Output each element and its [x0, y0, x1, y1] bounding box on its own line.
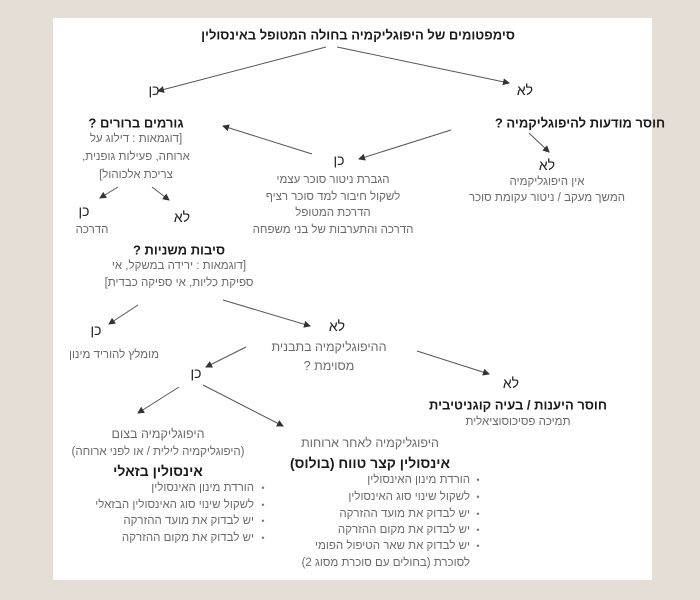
no-label: לא — [328, 318, 346, 334]
unawareness-yes-line: הגברת ניטור סוכר עצמי — [276, 174, 390, 186]
bullet-icon: • — [476, 541, 480, 551]
arrow — [99, 186, 119, 199]
secondary-line: [דוגמאות : ירידה במשקל, אי — [111, 260, 247, 272]
secondary-yes-action: מומלץ להוריד מינון — [69, 349, 159, 361]
no-label: לא — [516, 82, 534, 98]
pattern-no-action: תמיכה פסיכוסוציאלית — [465, 416, 571, 428]
pattern-line: מסוימת ? — [303, 359, 355, 373]
postmeal-bullet: יש לבדוק את מועד ההזרקה — [339, 508, 470, 520]
clear-causes-line: צריכת אלכוהול] — [99, 169, 173, 181]
fasting-bullet: יש לבדוק את מועד ההזרקה — [123, 515, 254, 527]
arrow — [151, 186, 170, 201]
secondary-line: ספיקת כליות, אי ספיקה כבדית] — [104, 277, 254, 289]
fasting-bullet: יש לבדוק את מקום ההזרקה — [121, 532, 254, 544]
yes-label: כן — [90, 322, 102, 338]
fasting-bullet: לשקול שינוי סוג האינסולין הבזאלי — [95, 499, 254, 511]
arrow — [205, 346, 247, 368]
yes-label: כן — [78, 203, 90, 219]
diagram-panel — [53, 18, 652, 580]
unawareness-no-line: המשך מעקב / ניטור עקומת סוכר — [468, 192, 626, 204]
postmeal-bullet: הורדת מינון האינסולין — [367, 474, 470, 486]
unawareness-no-line: אין היפוגליקמיה — [509, 176, 585, 188]
bullet-icon: • — [261, 500, 265, 510]
fasting-subtitle: (היפוגליקמיה לילית / או לפני ארוחה) — [71, 446, 245, 458]
pattern-line: ההיפוגליקמיה בתבנית — [271, 340, 387, 354]
bullet-icon: • — [261, 516, 265, 526]
unawareness-yes-line: הדרכה והתערבות של בני משפחה — [252, 224, 414, 236]
no-label: לא — [538, 157, 556, 173]
fasting-title: היפוגליקמיה בצום — [111, 427, 205, 441]
bullet-icon: • — [476, 492, 480, 502]
clear-causes-line: ארוחה, פעילות גופנית, — [82, 151, 190, 163]
clear-causes-line: [דוגמאות : דילוג על — [89, 133, 183, 145]
yes-label: כן — [190, 365, 202, 381]
postmeal-continuation: לסוכרת (בחולים עם סוכרת מסוג 2) — [301, 557, 470, 569]
diagram-title: סימפטומים של היפוגליקמיה בחולה המטופל בא… — [201, 27, 515, 43]
postmeal-bullet: לשקול שינוי סוג האינסולין — [348, 491, 470, 503]
arrow — [157, 46, 327, 93]
clear-causes-yes-action: הדרכה — [75, 224, 109, 236]
yes-label: כן — [333, 152, 345, 168]
bullet-icon: • — [261, 533, 265, 543]
arrow — [222, 299, 311, 328]
unawareness-heading: חוסר מודעות להיפוגליקמיה ? — [494, 115, 666, 131]
arrow — [416, 350, 490, 376]
fasting-bullet: הורדת מינון האינסולין — [151, 482, 254, 494]
bullet-icon: • — [476, 525, 480, 535]
bullet-icon: • — [476, 475, 480, 485]
pattern-no-heading: חוסר היענות / בעיה קוגניטיבית — [429, 397, 607, 413]
arrow — [358, 129, 452, 161]
clear-causes-heading: גורמים ברורים ? — [88, 115, 184, 131]
arrow — [137, 386, 180, 414]
fasting-heading: אינסולין בזאלי — [113, 463, 203, 479]
no-label: לא — [502, 375, 520, 391]
arrow — [528, 132, 550, 153]
no-label: לא — [173, 209, 191, 225]
postmeal-title: היפוגליקמיה לאחר ארוחות — [301, 436, 439, 450]
unawareness-yes-line: הדרכת המטופל — [295, 207, 371, 219]
postmeal-heading: אינסולין קצר טווח (בולוס) — [289, 455, 451, 471]
yes-label: כן — [148, 82, 160, 98]
arrow — [222, 124, 313, 155]
arrow — [202, 384, 284, 427]
bullet-icon: • — [261, 483, 265, 493]
unawareness-yes-line: לשקול חיבור למד סוכר רציף — [265, 191, 401, 203]
arrow — [108, 304, 139, 325]
bullet-icon: • — [476, 509, 480, 519]
arrow — [336, 46, 510, 86]
postmeal-bullet: יש לבדוק את מקום ההזרקה — [337, 524, 470, 536]
secondary-heading: סיבות משניות ? — [132, 242, 226, 258]
postmeal-bullet: יש לבדוק את שאר הטיפול הפומי — [315, 540, 470, 552]
